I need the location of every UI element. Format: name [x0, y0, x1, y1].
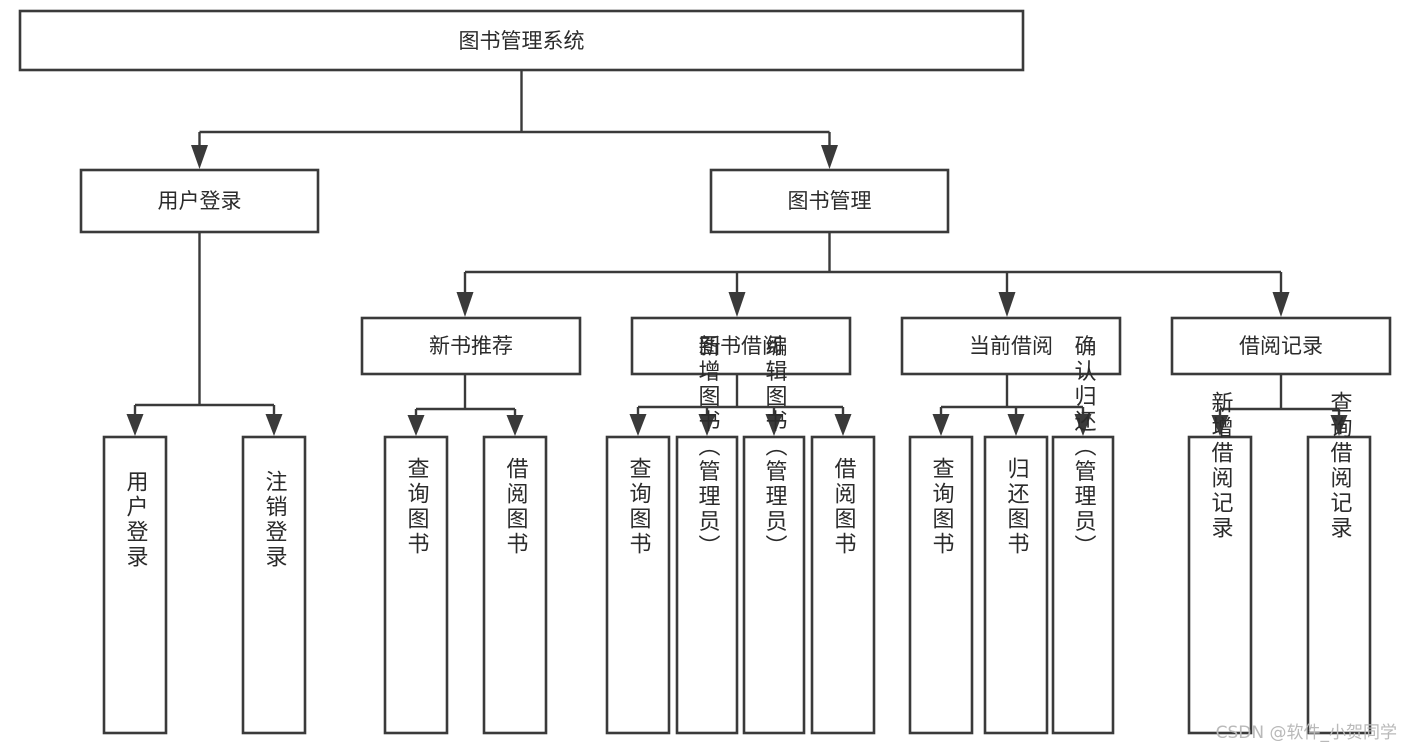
node-leaf-query-book-rec-label: 查询图书	[404, 457, 430, 557]
connector-layer	[126, 70, 1348, 436]
node-book-borrow-box[interactable]	[630, 316, 852, 376]
node-leaf-return-book-label: 归还图书	[1004, 457, 1030, 557]
node-new-book-recommend[interactable]: 新书推荐	[360, 316, 582, 376]
node-root[interactable]: 图书管理系统	[18, 9, 1025, 72]
node-user-login-label: 用户登录	[158, 189, 242, 213]
arrow-head-leaf-query-book-rec	[407, 415, 425, 436]
arrow-head-book-manage	[821, 145, 838, 169]
node-leaf-query-book-borrow[interactable]: 查询图书	[605, 435, 671, 735]
arrow-head-leaf-logout-login	[265, 414, 283, 436]
arrow-head-leaf-edit-book-admin	[765, 414, 783, 436]
node-leaf-add-borrow-record-label: 新增借阅记录	[1208, 391, 1234, 541]
node-borrow-record[interactable]: 借阅记录	[1170, 316, 1392, 376]
node-leaf-confirm-return-admin[interactable]: 确认归还（管理员）	[1051, 335, 1115, 735]
arrow-head-leaf-query-book-borrow	[629, 414, 647, 436]
node-new-book-recommend-label: 新书推荐	[429, 334, 513, 358]
node-leaf-add-book-admin[interactable]: 新增图书（管理员）	[675, 335, 739, 735]
node-leaf-edit-book-admin-box[interactable]	[742, 435, 806, 735]
arrow-head-borrow-record	[1272, 292, 1290, 317]
node-leaf-query-borrow-record[interactable]: 查询借阅记录	[1306, 391, 1372, 735]
node-leaf-edit-book-admin[interactable]: 编辑图书（管理员）	[742, 335, 806, 735]
node-leaf-add-borrow-record[interactable]: 新增借阅记录	[1187, 391, 1253, 735]
node-book-manage-label: 图书管理	[788, 189, 872, 213]
node-leaf-add-book-admin-box[interactable]	[675, 435, 739, 735]
node-leaf-user-login[interactable]: 用户登录	[102, 435, 168, 735]
arrow-head-leaf-query-borrow-record	[1330, 415, 1348, 436]
node-leaf-query-borrow-record-box[interactable]	[1306, 435, 1372, 735]
node-leaf-confirm-return-admin-box[interactable]	[1051, 435, 1115, 735]
arrow-head-new-book-recommend	[456, 292, 474, 317]
node-root-box[interactable]	[18, 9, 1025, 72]
node-leaf-return-book-box[interactable]	[983, 435, 1049, 735]
node-leaf-edit-book-admin-label: 编辑图书（管理员）	[762, 335, 788, 560]
node-leaf-query-book-borrow-label: 查询图书	[626, 457, 652, 557]
node-leaf-add-book-admin-label: 新增图书（管理员）	[695, 335, 721, 560]
node-leaf-borrow-book[interactable]: 借阅图书	[810, 435, 876, 735]
node-leaf-query-book-rec-box[interactable]	[383, 435, 449, 735]
node-borrow-record-label: 借阅记录	[1239, 334, 1323, 358]
node-leaf-query-book-cur-label: 查询图书	[929, 457, 955, 557]
node-leaf-borrow-book-rec[interactable]: 借阅图书	[482, 435, 548, 735]
node-leaf-logout-login[interactable]: 注销登录	[241, 435, 307, 735]
arrow-head-leaf-confirm-return-admin	[1074, 414, 1092, 436]
arrow-head-leaf-return-book	[1007, 414, 1025, 436]
node-current-borrow[interactable]: 当前借阅	[900, 316, 1122, 376]
arrow-head-leaf-borrow-book-rec	[506, 415, 524, 436]
node-leaf-query-book-borrow-box[interactable]	[605, 435, 671, 735]
node-root-label: 图书管理系统	[459, 29, 585, 53]
node-leaf-add-borrow-record-box[interactable]	[1187, 435, 1253, 735]
arrow-head-book-borrow	[728, 292, 746, 317]
node-leaf-logout-login-box[interactable]	[241, 435, 307, 735]
node-leaf-query-book-cur[interactable]: 查询图书	[908, 435, 974, 735]
node-book-manage[interactable]: 图书管理	[709, 168, 950, 234]
node-book-manage-box[interactable]	[709, 168, 950, 234]
node-user-login[interactable]: 用户登录	[79, 168, 320, 234]
node-leaf-query-book-rec[interactable]: 查询图书	[383, 435, 449, 735]
node-leaf-query-book-cur-box[interactable]	[908, 435, 974, 735]
node-leaf-borrow-book-label: 借阅图书	[831, 457, 857, 557]
arrow-head-user-login	[191, 145, 208, 169]
node-borrow-record-box[interactable]	[1170, 316, 1392, 376]
arrow-head-leaf-add-book-admin	[698, 414, 716, 436]
node-leaf-borrow-book-rec-label: 借阅图书	[503, 457, 529, 557]
node-leaf-user-login-box[interactable]	[102, 435, 168, 735]
node-current-borrow-box[interactable]	[900, 316, 1122, 376]
node-leaf-borrow-book-box[interactable]	[810, 435, 876, 735]
arrow-head-leaf-user-login	[126, 414, 144, 436]
node-leaf-borrow-book-rec-box[interactable]	[482, 435, 548, 735]
arrow-head-leaf-add-borrow-record	[1211, 415, 1229, 436]
node-user-login-box[interactable]	[79, 168, 320, 234]
node-leaf-query-borrow-record-label: 查询借阅记录	[1327, 391, 1353, 541]
arrow-head-current-borrow	[998, 292, 1016, 317]
node-leaf-user-login-label: 用户登录	[123, 470, 149, 570]
node-leaf-logout-login-label: 注销登录	[262, 470, 288, 570]
node-book-borrow[interactable]: 图书借阅	[630, 316, 852, 376]
arrow-head-leaf-query-book-cur	[932, 414, 950, 436]
arrow-head-leaf-borrow-book	[834, 414, 852, 436]
node-leaf-return-book[interactable]: 归还图书	[983, 435, 1049, 735]
node-current-borrow-label: 当前借阅	[969, 334, 1053, 358]
node-book-borrow-label: 图书借阅	[699, 334, 783, 358]
node-new-book-recommend-box[interactable]	[360, 316, 582, 376]
node-leaf-confirm-return-admin-label: 确认归还（管理员）	[1071, 335, 1097, 560]
